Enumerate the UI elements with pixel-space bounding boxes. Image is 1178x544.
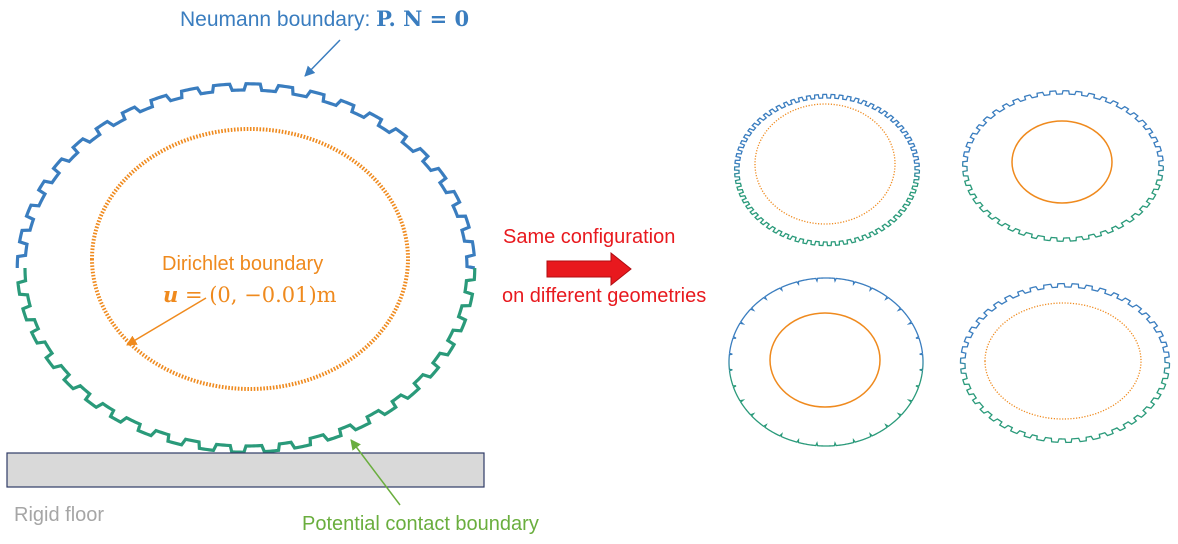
- variant-top-right: [962, 90, 1164, 242]
- neumann-label: Neumann boundary: P. N = 0: [180, 6, 469, 32]
- neumann-pointer-arrow: [304, 39, 341, 77]
- variant-outer-boundary: [962, 90, 1164, 242]
- different-geometries-label: on different geometries: [502, 285, 707, 307]
- same-configuration-label: Same configuration: [503, 226, 676, 248]
- dirichlet-equation: u = (0, −0.01)m: [163, 282, 337, 307]
- dirichlet-boundary-curve: [90, 127, 411, 391]
- variant-inner-boundary: [769, 312, 881, 408]
- right-arrow-icon: [546, 251, 632, 287]
- contact-boundary-curve: [16, 267, 477, 454]
- dirichlet-pointer-arrow: [126, 297, 207, 346]
- rigid-floor: [6, 452, 485, 488]
- variant-inner-boundary: [984, 302, 1142, 420]
- variant-outer-boundary: [728, 277, 924, 447]
- dirichlet-title: Dirichlet boundary: [162, 253, 324, 275]
- rigid-floor-label: Rigid floor: [14, 504, 105, 526]
- variant-inner-boundary: [1011, 120, 1113, 204]
- variant-inner-boundary: [754, 103, 896, 225]
- variant-outer-boundary: [959, 282, 1171, 444]
- contact-boundary-label: Potential contact boundary: [302, 513, 539, 535]
- neumann-equation: P. N = 0: [376, 6, 470, 31]
- variant-bottom-left: [728, 277, 924, 447]
- dirichlet-equation-rhs: = (0, −0.01)m: [178, 283, 337, 307]
- dirichlet-equation-lhs: u: [163, 282, 179, 307]
- variant-outer-boundary: [733, 93, 921, 247]
- contact-pointer-arrow: [350, 439, 401, 506]
- variant-bottom-right: [959, 282, 1171, 444]
- main-tire: [15, 82, 477, 454]
- neumann-label-text: Neumann boundary:: [180, 8, 377, 31]
- variant-top-left: [733, 93, 921, 247]
- neumann-boundary-curve: [15, 82, 476, 270]
